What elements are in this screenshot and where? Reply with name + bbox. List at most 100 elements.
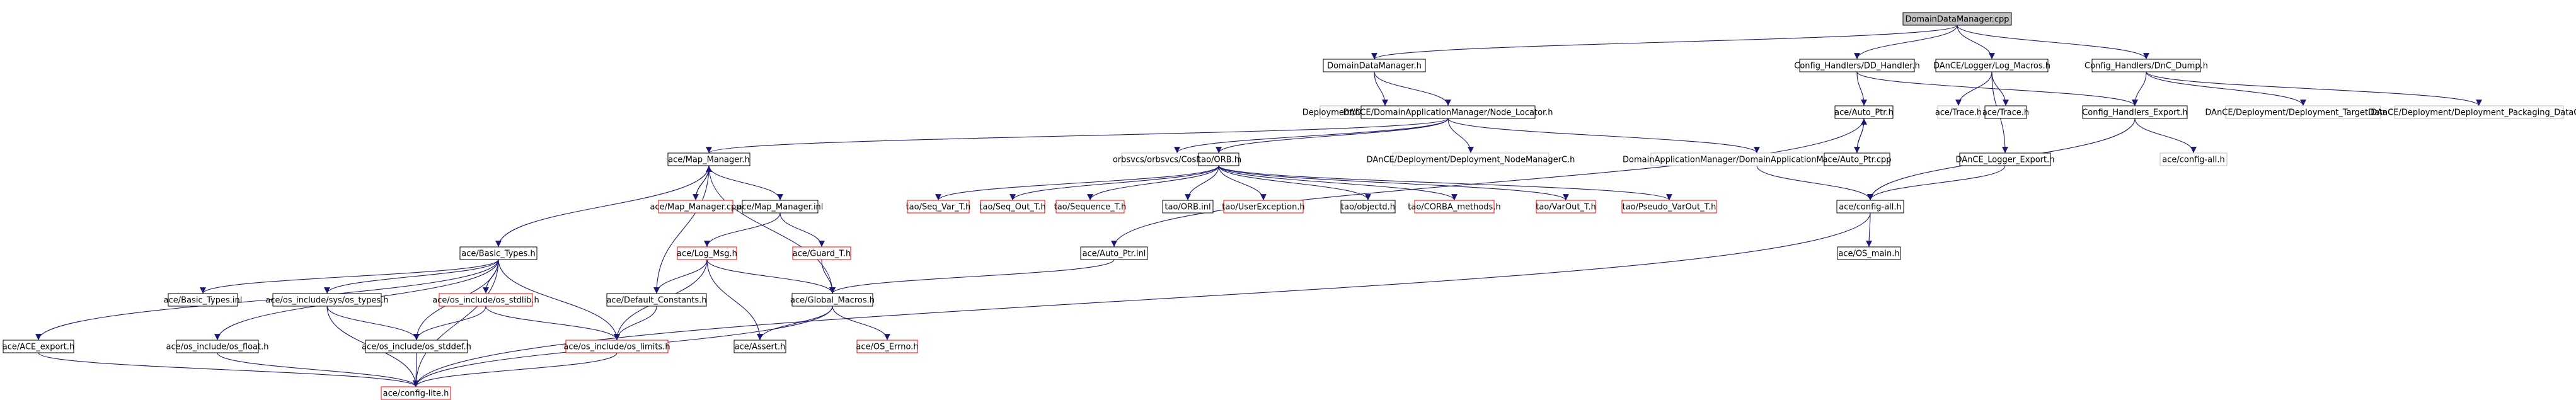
node-tao_orb-box (1198, 152, 1239, 166)
node-config_lite[interactable]: ace/config-lite.h (381, 386, 451, 400)
node-auto_ptr_cpp-label: ace/Auto_Ptr.cpp (1822, 156, 1891, 165)
node-map_manager_inl[interactable]: ace/Map_Manager.inl (737, 200, 824, 214)
node-global_macros-label: ace/Global_Macros.h (790, 296, 875, 306)
node-pseudo_varout-box (1621, 200, 1717, 214)
node-guard_t[interactable]: ace/Guard_T.h (792, 246, 851, 260)
edge-global_macros-to-ace_assert (757, 306, 833, 341)
edge-os_stdlib-to-os_limits (485, 306, 620, 341)
node-map_manager_cpp[interactable]: ace/Map_Manager.cpp (650, 200, 742, 214)
nodes-layer: DomainDataManager.cppDomainDataManager.h… (3, 12, 2576, 400)
node-os_main-box (1837, 246, 1901, 260)
node-node_locator-box (1360, 105, 1536, 119)
edge-basic_types_h-to-sys_types (324, 259, 499, 294)
node-os_stdlib-label: ace/os_include/os_stdlib.h (432, 296, 539, 306)
node-auto_ptr_cpp[interactable]: ace/Auto_Ptr.cpp (1822, 152, 1892, 166)
node-os_float-label: ace/os_include/os_float.h (166, 343, 268, 352)
node-log_macros-box (1935, 59, 2049, 72)
edge-node_locator-to-dep_nodemgr (1447, 118, 1474, 154)
edge-cfg_dnc-to-cfg_export (2132, 71, 2147, 106)
node-node_locator[interactable]: DAnCE/DomainApplicationManager/Node_Loca… (1343, 105, 1553, 119)
node-os_float[interactable]: ace/os_include/os_float.h (166, 340, 269, 353)
node-config_lite-box (381, 386, 451, 400)
node-sys_types[interactable]: ace/os_include/sys/os_types.h (265, 293, 389, 307)
node-ace_assert-label: ace/Assert.h (735, 343, 786, 352)
node-auto_ptr_h[interactable]: ace/Auto_Ptr.h (1834, 105, 1894, 119)
node-default_constants[interactable]: ace/Default_Constants.h (606, 293, 707, 307)
node-basic_types_h-label: ace/Basic_Types.h (461, 249, 535, 259)
node-log_msg-box (677, 246, 737, 260)
node-os_stdlib[interactable]: ace/os_include/os_stdlib.h (432, 293, 539, 307)
node-cfg_dd[interactable]: Config_Handlers/DD_Handler.h (1794, 59, 1920, 72)
node-seq_var[interactable]: tao/Seq_Var_T.h (906, 200, 971, 214)
node-os_stddef[interactable]: ace/os_include/os_stddef.h (362, 340, 471, 353)
node-dance_dep_pkg: DAnCE/Deployment/Deployment_Packaging_Da… (2371, 105, 2576, 119)
node-map_manager_h[interactable]: ace/Map_Manager.h (667, 152, 750, 166)
node-log_msg[interactable]: ace/Log_Msg.h (677, 246, 737, 260)
edge-tao_orb-to-seq_var (935, 165, 1219, 201)
edge-tao_orb-to-sequence_t (1087, 165, 1219, 201)
node-tao_orb-label: tao/ORB.h (1198, 156, 1239, 165)
node-cfg_export[interactable]: Config_Handlers_Export.h (2082, 105, 2188, 119)
edge-root-to-log_macros (1957, 25, 1995, 60)
node-config_all[interactable]: ace/config-all.h (1836, 200, 1904, 214)
edge-node_locator-to-tao_orb (1216, 118, 1449, 154)
node-os_errno[interactable]: ace/OS_Errno.h (856, 340, 919, 353)
edge-cfg_dd-to-cfg_export (1856, 71, 2138, 106)
node-seq_out[interactable]: tao/Seq_Out_T.h (979, 200, 1046, 214)
node-map_manager_cpp-label: ace/Map_Manager.cpp (650, 203, 742, 212)
node-os_errno-box (856, 340, 918, 353)
node-tao_orb[interactable]: tao/ORB.h (1198, 152, 1239, 166)
node-objectd[interactable]: tao/objectd.h (1340, 200, 1396, 214)
node-config_all-label: ace/config-all.h (1839, 203, 1902, 212)
node-basic_types_inl[interactable]: ace/Basic_Types.inl (164, 293, 243, 307)
node-cfg_dnc[interactable]: Config_Handlers/DnC_Dump.h (2084, 59, 2208, 72)
node-corba_methods-box (1414, 200, 1495, 214)
node-dep_nodemgr-box (1392, 152, 1550, 166)
node-log_macros[interactable]: DAnCE/Logger/Log_Macros.h (1933, 59, 2050, 72)
node-sequence_t[interactable]: tao/Sequence_T.h (1054, 200, 1127, 214)
node-os_float-box (176, 340, 259, 353)
node-ace_export[interactable]: ace/ACE_export.h (3, 340, 74, 353)
edge-basic_types_h-to-config_lite (413, 259, 499, 387)
edge-ace_export-to-config_lite (38, 352, 419, 387)
edge-root-to-ddm_h (1371, 25, 1958, 60)
node-seq_var-label: tao/Seq_Var_T.h (906, 203, 971, 212)
node-auto_ptr_inl[interactable]: ace/Auto_Ptr.inl (1080, 246, 1148, 260)
edge-dance_logger_export-to-config_all (1867, 165, 2006, 201)
node-dance_logger_export-box (1959, 152, 2051, 166)
node-ace_trace_h1: ace/Trace.h (1935, 105, 1982, 119)
node-ace_trace_h1-box (1937, 105, 1980, 119)
node-pseudo_varout[interactable]: tao/Pseudo_VarOut_T.h (1621, 200, 1717, 214)
edge-auto_ptr_cpp-to-auto_ptr_h (1856, 118, 1867, 154)
node-root[interactable]: DomainDataManager.cpp (1902, 12, 2012, 26)
node-ace_trace_h2-box (1984, 105, 2027, 119)
node-orb_inl[interactable]: tao/ORB.inl (1162, 200, 1214, 214)
node-corba_methods[interactable]: tao/CORBA_methods.h (1408, 200, 1501, 214)
node-seq_var-box (907, 200, 970, 214)
node-ddm_h[interactable]: DomainDataManager.h (1323, 59, 1426, 72)
node-os_main[interactable]: ace/OS_main.h (1837, 246, 1901, 260)
edge-sys_types-to-os_stddef (326, 306, 420, 341)
node-user_exc[interactable]: tao/UserException.h (1222, 200, 1305, 214)
node-guard_t-box (792, 246, 851, 260)
node-ace_trace_h2[interactable]: ace/Trace.h (1982, 105, 2029, 119)
edge-root-to-cfg_dnc (1957, 25, 2149, 60)
edge-config_all-to-config_lite (413, 212, 1871, 387)
node-map_manager_inl-box (742, 200, 819, 214)
node-global_macros[interactable]: ace/Global_Macros.h (790, 293, 875, 307)
edge-cfg_export-to-config_all_plain (2134, 118, 2197, 154)
node-log_macros-label: DAnCE/Logger/Log_Macros.h (1933, 62, 2050, 71)
node-os_stddef-box (365, 340, 468, 353)
node-seq_out-box (980, 200, 1045, 214)
edge-log_msg-to-global_macros (706, 259, 836, 294)
node-global_macros-box (791, 293, 873, 307)
node-os_limits[interactable]: ace/os_include/os_limits.h (563, 340, 670, 353)
node-sequence_t-box (1055, 200, 1125, 214)
node-dance_logger_export[interactable]: DAnCE_Logger_Export.h (1956, 152, 2055, 166)
node-basic_types_h[interactable]: ace/Basic_Types.h (459, 246, 538, 260)
node-varout[interactable]: tao/VarOut_T.h (1536, 200, 1596, 214)
node-basic_types_h-box (459, 246, 538, 260)
edge-config_all-to-os_main (1866, 212, 1872, 248)
node-ace_assert[interactable]: ace/Assert.h (733, 340, 786, 353)
node-pseudo_varout-label: tao/Pseudo_VarOut_T.h (1623, 203, 1716, 212)
